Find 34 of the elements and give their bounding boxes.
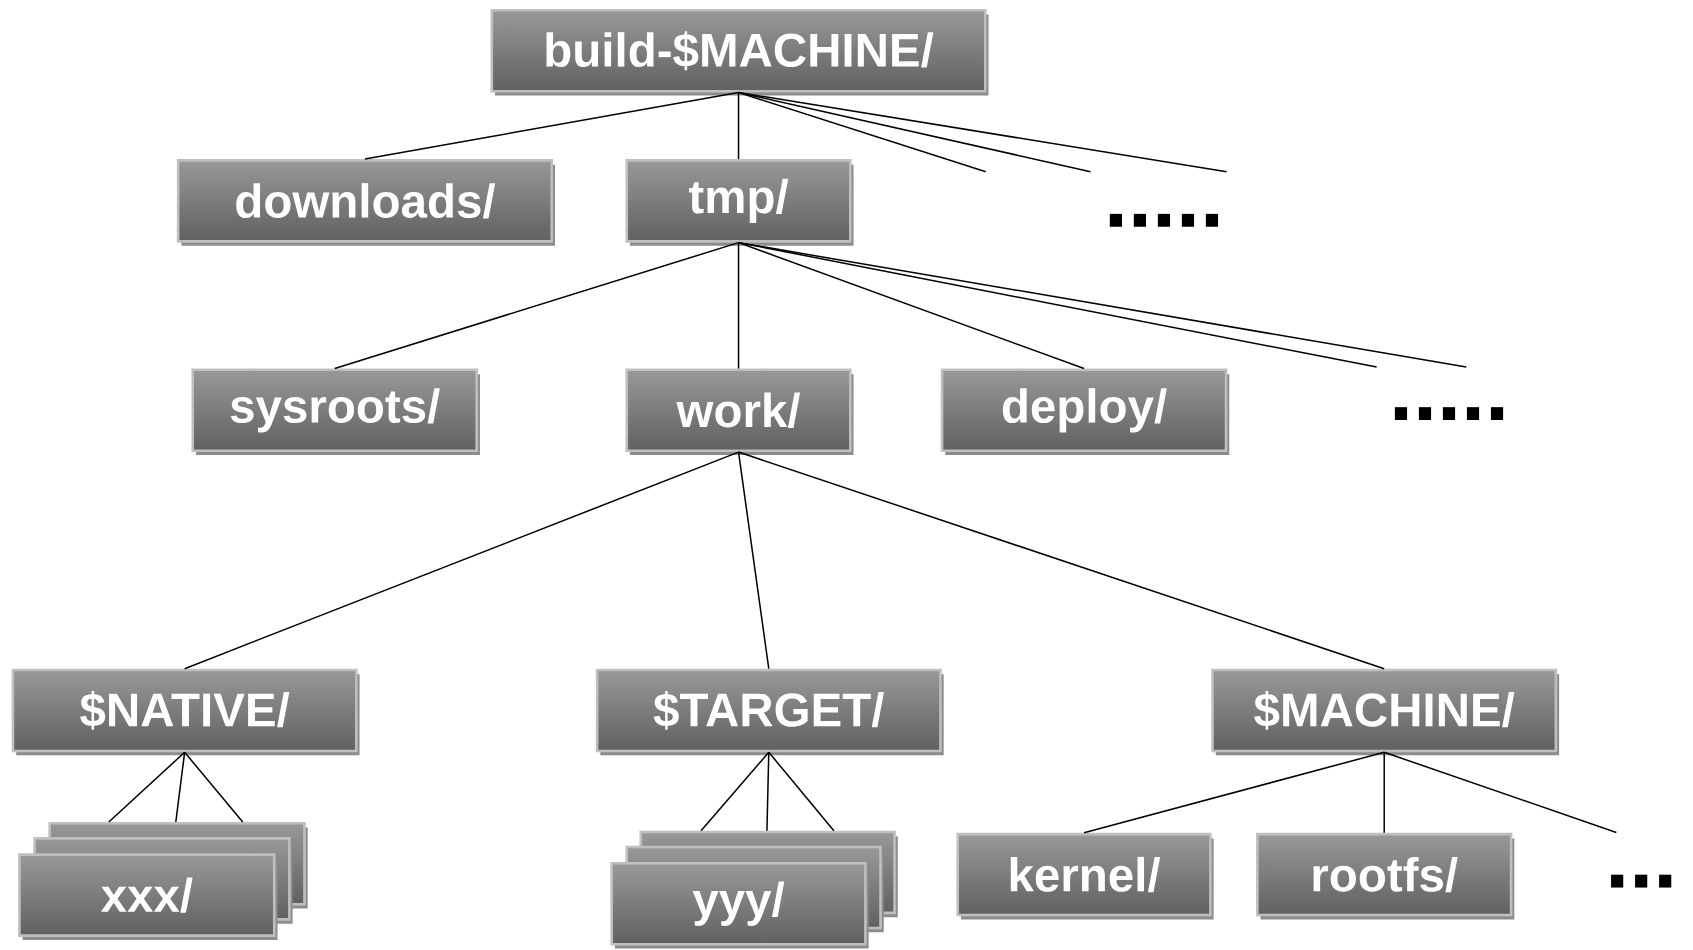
ellipsis: ..... (1394, 407, 1504, 420)
folder-stack: xxx/ (18, 821, 308, 940)
folder-box: sysroots/ (191, 368, 480, 456)
ellipsis: ... (1611, 874, 1672, 888)
folder-box: build-$MACHINE/ (490, 8, 989, 96)
connector-line (737, 91, 1228, 173)
connector-line (183, 751, 244, 823)
folder-box: downloads/ (176, 158, 555, 246)
connector-line (1083, 751, 1385, 834)
folder-box: rootfs/ (1256, 832, 1515, 920)
connector-line (737, 241, 740, 370)
connector-line (183, 451, 740, 670)
folder-box: deploy/ (940, 368, 1230, 456)
folder-stack: yyy/ (610, 830, 898, 949)
connector-line (737, 91, 740, 160)
folder-box: work/ (625, 368, 854, 456)
connector-line (700, 751, 770, 832)
folder-box: kernel/ (956, 832, 1214, 920)
connector-line (737, 451, 770, 670)
connector-line (364, 91, 740, 160)
connector-line (1383, 751, 1618, 834)
connector-line (1383, 751, 1385, 834)
connector-line (768, 751, 835, 832)
connector-line (766, 751, 770, 832)
ellipsis: ..... (1109, 213, 1219, 227)
connector-line (108, 751, 186, 823)
connector-line (175, 751, 186, 823)
folder-box: $MACHINE/ (1211, 668, 1560, 756)
folder-box: tmp/ (625, 158, 854, 246)
connector-line (737, 451, 1385, 670)
folder-box: $NATIVE/ (11, 668, 360, 756)
connector-line (333, 241, 740, 370)
folder-box: $TARGET/ (595, 668, 944, 756)
connector-line (737, 91, 1092, 173)
